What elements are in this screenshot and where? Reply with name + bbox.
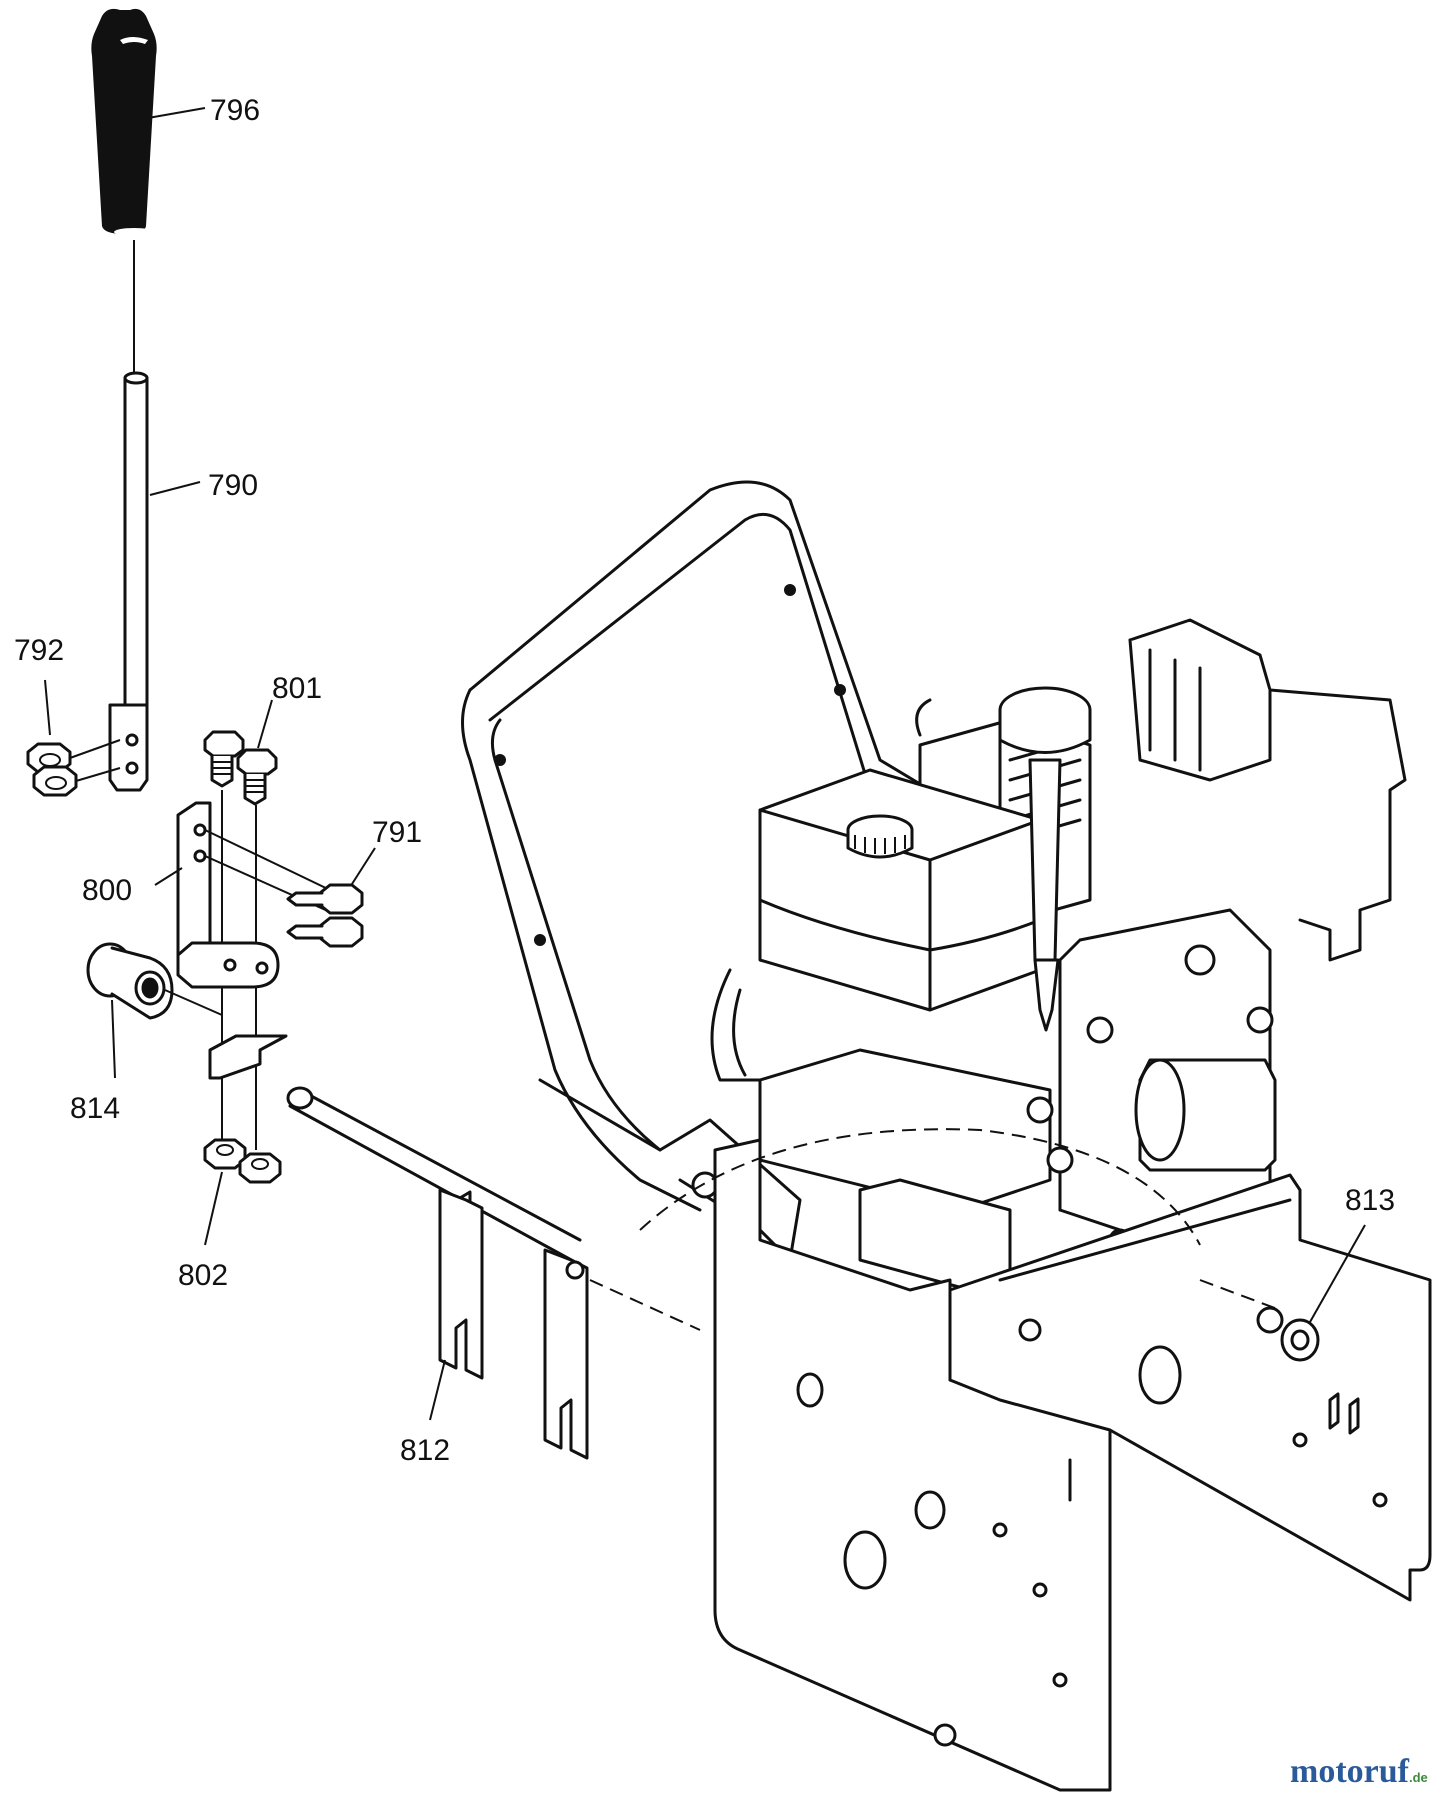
phantom-axis-dash	[589, 1279, 1281, 1331]
nut-axis-line-a	[69, 739, 121, 759]
shift-rod	[108, 371, 149, 792]
bolt-801	[203, 730, 278, 806]
leader-812	[429, 1359, 446, 1421]
engine	[710, 618, 1407, 1292]
screw-791	[286, 883, 364, 948]
nut-802	[203, 1138, 282, 1184]
callout-812: 812	[400, 1434, 450, 1467]
callout-796: 796	[210, 94, 260, 127]
bracket-800	[176, 801, 280, 989]
leader-813	[1309, 1224, 1366, 1323]
callout-813: 813	[1345, 1184, 1395, 1217]
shift-shaft-812	[208, 1034, 589, 1460]
callout-801: 801	[272, 672, 322, 705]
screw-axis-line-a	[204, 829, 331, 891]
bushing-axis-line	[164, 989, 223, 1016]
leader-791	[351, 847, 376, 885]
callout-791: 791	[372, 816, 422, 849]
callout-790: 790	[208, 469, 258, 502]
watermark-logo: motoruf.de	[1290, 1753, 1428, 1790]
phantom-circle-arc	[639, 1128, 1201, 1246]
callout-800: 800	[82, 874, 132, 907]
leader-814	[111, 999, 116, 1079]
callout-814: 814	[70, 1092, 120, 1125]
leader-802	[204, 1171, 223, 1246]
leader-800	[154, 867, 183, 886]
bushing-814	[86, 942, 174, 1020]
frame-plates	[713, 1138, 1432, 1792]
nut-792	[26, 742, 78, 797]
leader-796	[147, 107, 206, 119]
shift-knob	[91, 8, 157, 236]
nut-axis-line-b	[75, 767, 121, 782]
callout-792: 792	[14, 634, 64, 667]
clip-813	[1280, 1318, 1320, 1362]
leader-801	[257, 699, 273, 749]
leader-790	[149, 481, 201, 496]
callout-802: 802	[178, 1259, 228, 1292]
leader-792	[44, 679, 51, 736]
